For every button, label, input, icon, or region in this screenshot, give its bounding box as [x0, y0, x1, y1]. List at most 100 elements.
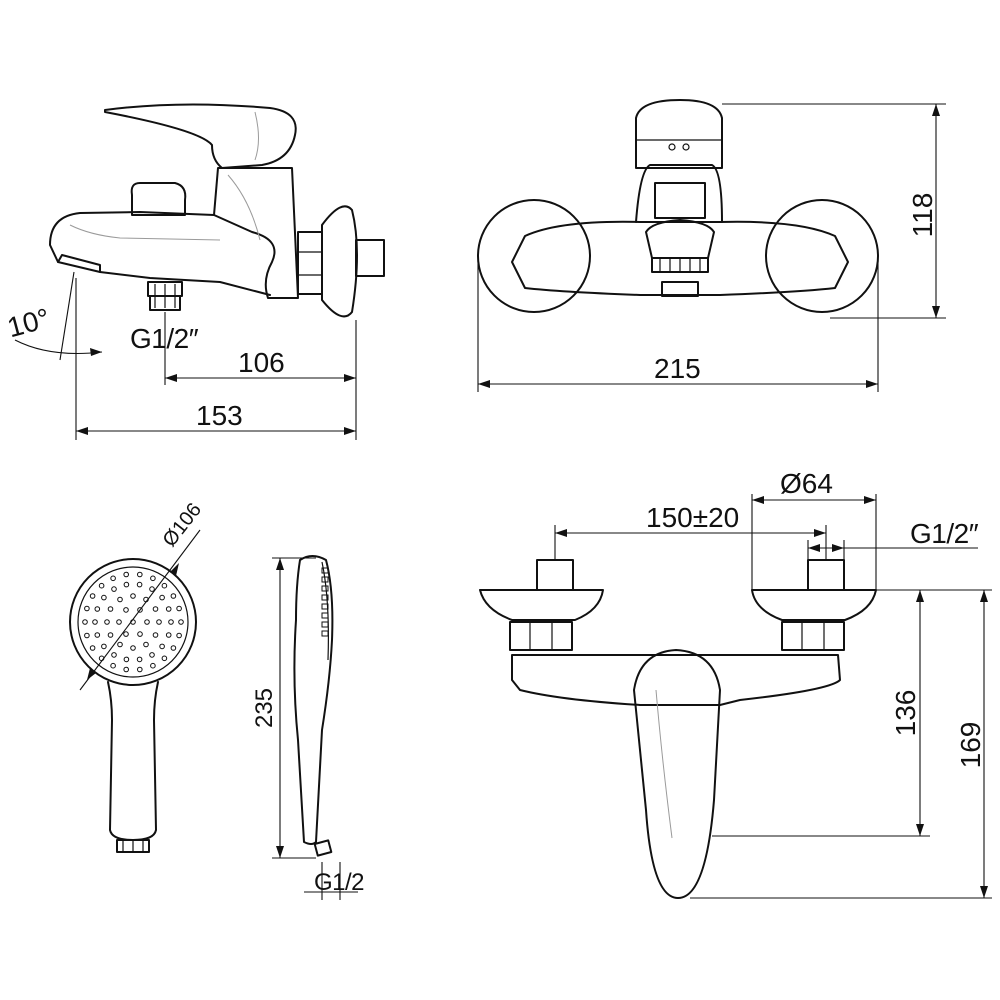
shower-side-profile: [293, 555, 334, 845]
nozzle-dot: [123, 571, 129, 578]
side-nozzle: [321, 594, 329, 601]
side-nozzle: [321, 576, 329, 583]
nozzle-dot: [89, 645, 96, 651]
nozzle-dot: [84, 605, 90, 612]
front-flange-right: [765, 199, 879, 313]
top-body: [511, 654, 841, 706]
nozzle-dot: [159, 643, 165, 650]
shower-side-nozzles: [321, 567, 329, 637]
top-flange-right: [751, 589, 877, 621]
nozzle-dot: [110, 662, 116, 669]
label-flange-diameter: Ø64: [780, 468, 833, 499]
nozzle-dot: [156, 619, 162, 625]
label-spout-reach: 106: [238, 347, 285, 378]
nozzle-dot: [89, 593, 96, 599]
label-shower-length: 235: [251, 688, 278, 728]
nozzle-dot: [176, 632, 182, 639]
top-lever: [633, 649, 721, 899]
side-nozzle: [321, 630, 329, 637]
nozzle-dot: [178, 619, 184, 625]
nozzle-dot: [94, 606, 101, 612]
nozzle-dot: [123, 607, 129, 613]
label-angle: 10°: [4, 302, 53, 343]
nozzle-dot: [149, 586, 155, 592]
shower-face-outer: [69, 558, 197, 686]
side-wall-pipe: [355, 239, 385, 277]
nozzle-dot: [92, 619, 98, 625]
front-view: 118 215: [477, 99, 946, 392]
front-flange-left: [477, 199, 591, 313]
top-view: Ø64 150±20 G1/2″ 169 136: [479, 468, 992, 899]
nozzle-dot: [101, 594, 107, 601]
nozzle-dot: [168, 619, 174, 625]
nozzle-dot: [111, 586, 117, 592]
nozzle-dot: [137, 571, 143, 578]
nozzle-dot: [161, 582, 168, 589]
shower-handle: [107, 681, 159, 841]
nozzle-dot: [149, 652, 155, 658]
side-nozzle: [321, 621, 329, 628]
label-shower-head-diameter: Ø106: [159, 499, 206, 551]
side-nozzle: [321, 603, 329, 610]
side-spout: [49, 211, 271, 296]
top-inlet-right: [807, 559, 845, 591]
nozzle-dot: [94, 632, 101, 638]
side-lever: [104, 103, 297, 169]
nozzle-dot: [137, 631, 143, 637]
side-nozzle: [321, 585, 329, 592]
front-lever: [635, 99, 723, 169]
nozzle-dot: [152, 606, 159, 612]
nozzle-dot: [170, 645, 177, 651]
nozzle-dot: [116, 619, 122, 625]
nozzle-dot: [123, 581, 130, 588]
nozzle-dot: [159, 594, 165, 601]
nozzle-dot: [98, 582, 105, 589]
nozzle-dot: [150, 575, 156, 582]
nozzle-dot: [111, 652, 117, 658]
nozzle-dot: [137, 666, 143, 673]
label-height-lever: 136: [890, 690, 921, 737]
nozzle-dot: [101, 643, 107, 650]
nozzle-dot: [123, 631, 129, 637]
nozzle-dot: [117, 596, 123, 603]
top-nut-right: [781, 621, 845, 651]
nozzle-dot: [136, 656, 143, 663]
side-nozzle: [321, 612, 329, 619]
label-inlet-spacing: 150±20: [646, 502, 739, 533]
side-wall-flange: [321, 205, 358, 318]
top-inlet-left: [536, 559, 574, 591]
label-height-front: 118: [907, 193, 938, 238]
side-nozzle: [321, 567, 329, 574]
nozzle-dot: [152, 632, 159, 638]
top-nut-left: [509, 621, 573, 651]
nozzle-dot: [176, 605, 182, 612]
nozzle-dot: [107, 606, 114, 612]
nozzle-dot: [117, 641, 123, 648]
label-inlet-thread-bottom: G1/2″: [910, 518, 979, 549]
top-flange-left: [479, 589, 604, 621]
label-shower-thread: G1/2: [314, 869, 364, 896]
side-hex-nut: [297, 231, 323, 295]
nozzle-dot: [82, 619, 88, 625]
label-total-depth: 153: [196, 400, 243, 431]
nozzle-dot: [107, 632, 114, 638]
nozzle-dot: [144, 619, 150, 625]
shower-side-view: 235 G1/2: [251, 555, 365, 900]
nozzle-dot: [170, 593, 177, 599]
front-body: [511, 220, 849, 296]
label-width-front: 215: [654, 353, 701, 384]
side-body: [213, 167, 299, 299]
nozzle-dot: [161, 655, 168, 662]
shower-nozzles: [82, 571, 184, 673]
nozzle-dot: [143, 641, 149, 648]
label-height-total: 169: [955, 722, 986, 769]
side-diverter-knob: [130, 182, 187, 216]
nozzle-dot: [165, 606, 172, 612]
nozzle-dot: [123, 656, 130, 663]
nozzle-dot: [150, 662, 156, 669]
label-inlet-thread-side: G1/2″: [130, 323, 199, 354]
side-view: 10° G1/2″ 106 153: [4, 103, 385, 440]
nozzle-dot: [137, 607, 143, 613]
nozzle-dot: [136, 581, 143, 588]
